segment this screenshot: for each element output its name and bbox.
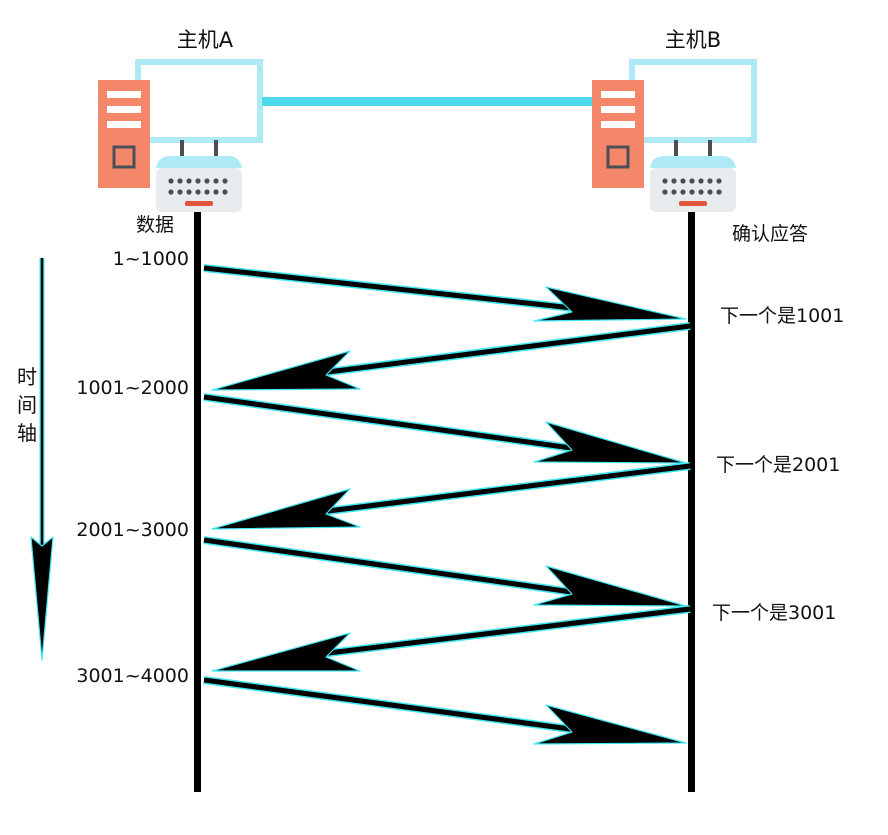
host-a-monitor — [135, 59, 263, 143]
host-b-keyboard-keys — [662, 178, 722, 195]
ack-column-header: 确认应答 — [732, 223, 808, 245]
host-b-keyboard-bar — [679, 201, 707, 206]
host-a-tower-slot — [107, 91, 141, 98]
host-b-tower-slot — [601, 106, 635, 113]
segment-label: 3001~4000 — [76, 665, 189, 687]
ack-arrow-1 — [211, 322, 691, 391]
ack-arrow-2 — [211, 462, 691, 530]
segment-label: 1~1000 — [113, 248, 189, 270]
host-a-keyboard-top — [156, 156, 242, 168]
host-a-computer-icon — [98, 59, 263, 212]
data-column-header: 数据 — [136, 214, 174, 236]
data-arrow-2 — [203, 393, 687, 464]
host-a-keyboard-bar — [185, 201, 213, 206]
network-link — [262, 97, 592, 106]
host-a-label: 主机A — [177, 28, 234, 52]
ack-label: 下一个是1001 — [720, 305, 844, 327]
data-arrow-4 — [203, 676, 687, 745]
host-a-timeline — [194, 212, 201, 792]
host-b-tower-slot — [601, 91, 635, 98]
host-b-monitor — [629, 59, 757, 143]
host-b-tower-slot — [601, 121, 635, 128]
segment-label: 2001~3000 — [76, 519, 189, 541]
host-b-label: 主机B — [665, 28, 721, 52]
host-b-tower-button — [606, 145, 630, 169]
time-axis-char: 间 — [17, 393, 37, 417]
time-axis-char: 轴 — [17, 421, 37, 445]
data-arrow-1 — [203, 264, 687, 322]
ack-arrow-3 — [211, 605, 691, 672]
data-arrow-3 — [203, 536, 687, 607]
host-a-tower-button — [112, 145, 136, 169]
host-a-tower-slot — [107, 106, 141, 113]
host-a-tower-slot — [107, 121, 141, 128]
time-axis-char: 时 — [17, 365, 37, 389]
ack-label: 下一个是2001 — [716, 454, 840, 476]
host-b-timeline — [688, 212, 695, 792]
host-b-computer-icon — [592, 59, 757, 212]
ack-label: 下一个是3001 — [712, 602, 836, 624]
host-a-keyboard-keys — [168, 178, 228, 195]
segment-label: 1001~2000 — [76, 377, 189, 399]
time-axis-arrow — [30, 258, 54, 661]
host-b-keyboard-top — [650, 156, 736, 168]
